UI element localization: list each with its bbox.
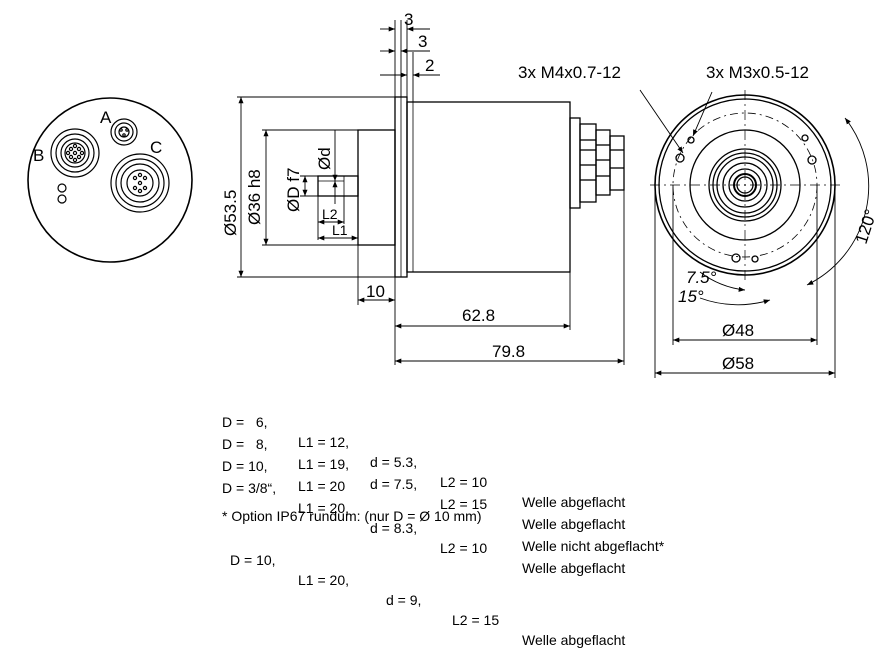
m4-hole bbox=[731, 253, 741, 263]
connector-label-a: A bbox=[100, 108, 112, 127]
spec-D: D = 10, bbox=[230, 552, 276, 568]
spec-shaft: Welle nicht abgeflacht* bbox=[522, 538, 665, 554]
dim-label-L2: L2 bbox=[322, 206, 338, 222]
led-indicator bbox=[57, 194, 67, 204]
spec-shaft: Welle abgeflacht bbox=[522, 516, 626, 532]
dim-label-diameter-48: Ø48 bbox=[722, 321, 754, 340]
angle-label-120: 120° bbox=[852, 207, 881, 246]
dim-label-62-8: 62.8 bbox=[462, 306, 495, 325]
spec-d: d = 8.3, bbox=[370, 520, 418, 536]
thread-label-m4: 3x M4x0.7-12 bbox=[518, 63, 621, 82]
dim-label-L1: L1 bbox=[332, 222, 348, 238]
spec-shaft: Welle abgeflacht bbox=[522, 494, 626, 510]
spec-L1: L1 = 20, bbox=[298, 500, 349, 516]
m4-hole bbox=[675, 153, 685, 163]
spec-L1: L1 = 19, bbox=[298, 456, 349, 472]
connector-a bbox=[110, 118, 138, 146]
connector-view bbox=[27, 97, 193, 263]
spec-D: D = 10, bbox=[222, 458, 268, 474]
spec-shaft: Welle abgeflacht bbox=[522, 632, 626, 648]
dim-label-diameter-53-5: Ø53.5 bbox=[221, 190, 240, 236]
dim-label-79-8: 79.8 bbox=[492, 342, 525, 361]
spec-row: D = 3/8“, L1 = 20, d = 8.3, L2 = 10 Well… bbox=[222, 458, 742, 576]
side-view bbox=[317, 96, 625, 278]
angle-label-7-5: 7.5° bbox=[686, 268, 717, 287]
spec-L2: L2 = 15 bbox=[452, 612, 500, 628]
encoder-housing bbox=[406, 101, 571, 273]
led-indicator bbox=[57, 183, 67, 193]
shaft bbox=[317, 175, 359, 197]
dim-label-diameter-36h8: Ø36 h8 bbox=[245, 169, 264, 225]
dim-label-3-mid: 3 bbox=[418, 32, 427, 51]
connector-housing-circle bbox=[27, 97, 193, 263]
front-view bbox=[650, 90, 840, 280]
spec-row: D = 8, L1 = 19, d = 7.5, L2 = 15 Welle a… bbox=[222, 414, 742, 532]
spec-d: d = 9, bbox=[386, 592, 422, 608]
dim-label-diameter-d: Ød bbox=[315, 147, 334, 170]
spec-L1: L1 = 12, bbox=[298, 434, 349, 450]
dim-label-10: 10 bbox=[366, 282, 385, 301]
spec-D: D = 6, bbox=[222, 414, 268, 430]
spec-L2: L2 = 10 bbox=[440, 540, 488, 556]
connector-c bbox=[110, 153, 170, 213]
spec-L2: L2 = 10 bbox=[440, 474, 488, 490]
thread-label-m3: 3x M3x0.5-12 bbox=[706, 63, 809, 82]
cable-connector bbox=[569, 117, 625, 209]
spec-L1: L1 = 20 bbox=[298, 478, 346, 494]
spec-row: D = 10, L1 = 20 Welle nicht abgeflacht* bbox=[222, 436, 742, 554]
dim-label-3-top: 3 bbox=[404, 10, 413, 29]
connector-label-b: B bbox=[33, 146, 44, 165]
dim-label-diameter-58: Ø58 bbox=[722, 354, 754, 373]
m4-hole bbox=[807, 155, 817, 165]
connector-b bbox=[50, 128, 100, 178]
side-dimensions bbox=[237, 20, 625, 365]
dim-label-2: 2 bbox=[425, 56, 434, 75]
m3-hole bbox=[751, 255, 759, 263]
footnote: * Option IP67 rundum: (nur D = Ø 10 mm) bbox=[222, 508, 482, 524]
spec-L2: L2 = 15 bbox=[440, 496, 488, 512]
spec-table: D = 6, L1 = 12, d = 5.3, L2 = 10 Welle a… bbox=[222, 392, 742, 576]
angle-label-15: 15° bbox=[678, 287, 704, 306]
spec-shaft: Welle abgeflacht bbox=[522, 560, 626, 576]
m3-hole bbox=[801, 134, 809, 142]
spec-L1: L1 = 20, bbox=[298, 572, 349, 588]
m3-hole bbox=[687, 136, 695, 144]
connector-label-c: C bbox=[150, 138, 162, 157]
dim-label-diameter-D-f7: ØD f7 bbox=[284, 168, 303, 212]
spec-D: D = 3/8“, bbox=[222, 480, 277, 496]
spec-d: d = 5.3, bbox=[370, 454, 418, 470]
hub-circle bbox=[708, 148, 782, 222]
footnote-spec-row: D = 10, L1 = 20, d = 9, L2 = 15 Welle ab… bbox=[230, 530, 690, 648]
spec-d: d = 7.5, bbox=[370, 476, 418, 492]
spec-row: D = 6, L1 = 12, d = 5.3, L2 = 10 Welle a… bbox=[222, 392, 742, 510]
spec-D: D = 8, bbox=[222, 436, 268, 452]
front-dimensions bbox=[639, 89, 870, 378]
technical-drawing: A B C bbox=[27, 10, 881, 378]
centering-collar bbox=[357, 129, 396, 246]
